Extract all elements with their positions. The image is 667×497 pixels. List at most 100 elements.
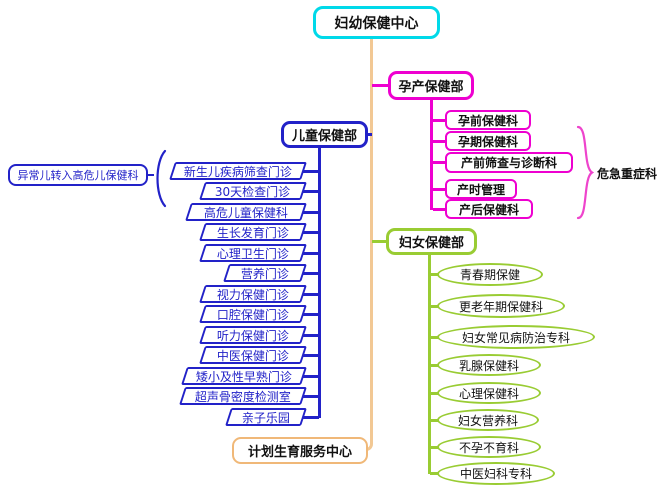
pregnancy-stub-2 bbox=[433, 140, 445, 143]
children-item[interactable]: 中医保健门诊 bbox=[199, 346, 307, 364]
pregnancy-item-label: 孕期保健科 bbox=[457, 134, 518, 149]
children-item-label: 心理卫生门诊 bbox=[216, 246, 289, 261]
children-item-label: 视力保健门诊 bbox=[216, 287, 289, 302]
connector-pregnancy bbox=[372, 84, 388, 87]
pregnancy-stub-3 bbox=[433, 161, 445, 164]
branch-women-label: 妇女保健部 bbox=[398, 236, 464, 251]
children-item[interactable]: 生长发育门诊 bbox=[199, 223, 307, 241]
women-item[interactable]: 妇女常见病防治专科 bbox=[437, 325, 595, 349]
children-stub bbox=[303, 252, 319, 255]
children-stub bbox=[303, 416, 319, 419]
critical-care-brace bbox=[576, 125, 595, 220]
children-stub bbox=[303, 293, 319, 296]
women-item-label: 青春期保健 bbox=[459, 268, 520, 282]
children-item[interactable]: 高危儿童保健科 bbox=[185, 203, 307, 221]
critical-care-label: 危急重症科 bbox=[597, 167, 658, 181]
children-item-label: 中医保健门诊 bbox=[216, 348, 289, 363]
children-item-label: 矮小及性早熟门诊 bbox=[195, 369, 292, 384]
women-stub bbox=[430, 336, 439, 339]
pregnancy-item[interactable]: 产前筛查与诊断科 bbox=[445, 152, 573, 173]
pregnancy-stub-4 bbox=[433, 188, 445, 191]
pregnancy-item[interactable]: 产时管理 bbox=[445, 179, 517, 199]
pregnancy-stub-1 bbox=[433, 119, 445, 122]
branch-pregnancy[interactable]: 孕产保健部 bbox=[388, 71, 474, 100]
children-item-label: 生长发育门诊 bbox=[216, 225, 289, 240]
side-note-brace bbox=[156, 149, 167, 208]
women-item-label: 妇女常见病防治专科 bbox=[461, 330, 570, 345]
women-item-label: 乳腺保健科 bbox=[458, 358, 519, 373]
side-note-abnormal-infant[interactable]: 异常儿转入高危儿保健科 bbox=[8, 164, 148, 186]
children-item[interactable]: 矮小及性早熟门诊 bbox=[181, 367, 307, 385]
children-item[interactable]: 心理卫生门诊 bbox=[199, 244, 307, 262]
branch-children[interactable]: 儿童保健部 bbox=[281, 121, 368, 148]
children-item-label: 口腔保健门诊 bbox=[216, 307, 289, 322]
women-stub bbox=[430, 364, 439, 367]
children-item[interactable]: 30天检查门诊 bbox=[199, 182, 307, 200]
children-stub bbox=[303, 272, 319, 275]
pregnancy-item-label: 孕前保健科 bbox=[457, 113, 518, 128]
women-stub bbox=[430, 273, 439, 276]
children-stub bbox=[303, 395, 319, 398]
pregnancy-item-label: 产前筛查与诊断科 bbox=[460, 156, 557, 170]
children-stub bbox=[303, 334, 319, 337]
women-item-label: 妇女营养科 bbox=[457, 413, 518, 428]
connector-children bbox=[366, 133, 372, 136]
pregnancy-item-label: 产时管理 bbox=[456, 182, 505, 197]
children-item-label: 30天检查门诊 bbox=[215, 184, 291, 199]
children-item-label: 超声骨密度检测室 bbox=[194, 389, 291, 404]
children-item[interactable]: 听力保健门诊 bbox=[199, 326, 307, 344]
women-stub bbox=[430, 392, 439, 395]
children-stub bbox=[303, 231, 319, 234]
trunk-bottom-elbow bbox=[366, 438, 373, 451]
children-item[interactable]: 口腔保健门诊 bbox=[199, 305, 307, 323]
side-note-connector bbox=[147, 174, 154, 176]
pregnancy-item[interactable]: 孕前保健科 bbox=[445, 110, 531, 130]
women-stub bbox=[430, 305, 439, 308]
branch-family-planning-label: 计划生育服务中心 bbox=[247, 445, 352, 460]
women-stub bbox=[430, 419, 439, 422]
women-item[interactable]: 妇女营养科 bbox=[437, 409, 539, 431]
women-item[interactable]: 更老年期保健科 bbox=[437, 294, 565, 318]
branch-family-planning[interactable]: 计划生育服务中心 bbox=[232, 437, 368, 464]
branch-children-label: 儿童保健部 bbox=[291, 129, 357, 144]
pregnancy-spine bbox=[430, 100, 433, 210]
children-stub bbox=[303, 190, 319, 193]
children-stub bbox=[303, 313, 319, 316]
children-item[interactable]: 超声骨密度检测室 bbox=[179, 387, 307, 405]
women-item-label: 不孕不育科 bbox=[458, 440, 519, 455]
women-stub bbox=[430, 446, 439, 449]
children-item-label: 新生儿疾病筛查门诊 bbox=[183, 164, 292, 179]
children-stub bbox=[303, 375, 319, 378]
women-spine bbox=[428, 255, 431, 474]
children-item-label: 高危儿童保健科 bbox=[203, 205, 288, 220]
children-item-label: 亲子乐园 bbox=[241, 410, 290, 425]
pregnancy-stub-5 bbox=[433, 208, 445, 211]
women-item[interactable]: 中医妇科专科 bbox=[437, 462, 555, 485]
children-item[interactable]: 视力保健门诊 bbox=[199, 285, 307, 303]
children-item-label: 听力保健门诊 bbox=[216, 328, 289, 343]
side-note-label: 异常儿转入高危儿保健科 bbox=[17, 169, 139, 182]
women-item[interactable]: 心理保健科 bbox=[437, 382, 541, 404]
women-item-label: 心理保健科 bbox=[458, 386, 519, 401]
pregnancy-item[interactable]: 产后保健科 bbox=[445, 199, 533, 219]
women-item[interactable]: 不孕不育科 bbox=[437, 436, 541, 458]
women-item[interactable]: 青春期保健 bbox=[437, 263, 543, 286]
children-stub bbox=[303, 170, 319, 173]
children-stub bbox=[303, 354, 319, 357]
children-item[interactable]: 亲子乐园 bbox=[225, 408, 307, 426]
root-node[interactable]: 妇幼保健中心 bbox=[313, 6, 440, 39]
children-item[interactable]: 新生儿疾病筛查门诊 bbox=[169, 162, 307, 180]
children-spine bbox=[318, 148, 321, 418]
connector-women bbox=[372, 240, 386, 243]
women-item[interactable]: 乳腺保健科 bbox=[437, 354, 541, 376]
children-item[interactable]: 营养门诊 bbox=[223, 264, 307, 282]
root-node-label: 妇幼保健中心 bbox=[334, 15, 419, 32]
pregnancy-item[interactable]: 孕期保健科 bbox=[445, 131, 531, 151]
children-item-label: 营养门诊 bbox=[240, 266, 289, 281]
women-item-label: 更老年期保健科 bbox=[458, 299, 543, 314]
branch-pregnancy-label: 孕产保健部 bbox=[398, 80, 464, 95]
women-stub bbox=[430, 472, 439, 475]
children-stub bbox=[303, 211, 319, 214]
branch-women[interactable]: 妇女保健部 bbox=[386, 228, 477, 255]
